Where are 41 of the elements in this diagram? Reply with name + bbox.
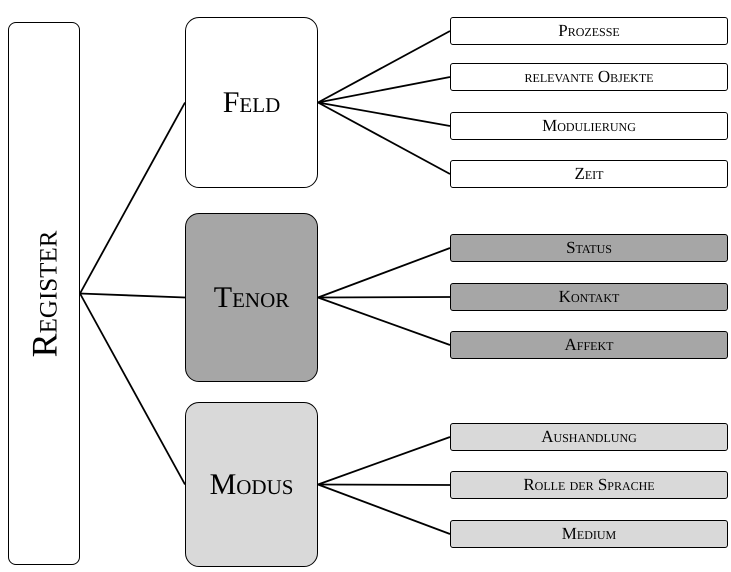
item-box <box>450 471 728 499</box>
connector-line <box>318 247 450 298</box>
node-label: Medium <box>562 524 616 544</box>
connector-line <box>318 30 450 104</box>
connector-line <box>318 484 450 486</box>
connector-line <box>318 102 450 175</box>
connector-line <box>318 102 450 127</box>
item-box <box>450 331 728 359</box>
item-box <box>450 17 728 45</box>
connector-line <box>79 293 186 485</box>
category-box <box>185 213 318 382</box>
node-label: Kontakt <box>558 287 620 307</box>
item-box <box>450 112 728 140</box>
item-box <box>450 520 728 548</box>
node-label: Tenor <box>214 280 290 314</box>
connector-line <box>318 296 450 298</box>
connector-line <box>79 102 186 294</box>
connector-line <box>80 292 186 298</box>
node-label: Prozesse <box>558 21 620 41</box>
connector-line <box>318 76 450 104</box>
root-box <box>8 22 80 565</box>
category-box <box>185 17 318 188</box>
category-box <box>185 402 318 567</box>
node-label: Modus <box>210 468 294 502</box>
item-box <box>450 63 728 91</box>
node-label: Modulierung <box>542 116 636 136</box>
node-label: Aushandlung <box>541 427 637 447</box>
connector-line <box>318 436 450 486</box>
node-label: Register <box>23 230 65 357</box>
node-label: Affekt <box>564 335 614 355</box>
node-label: Feld <box>222 86 280 120</box>
node-label: relevante Objekte <box>524 67 654 87</box>
item-box <box>450 160 728 188</box>
node-label: Zeit <box>574 164 604 184</box>
connector-line <box>318 484 450 535</box>
item-box <box>450 234 728 262</box>
node-label: Status <box>566 238 612 258</box>
connector-line <box>318 296 450 346</box>
item-box <box>450 423 728 451</box>
item-box <box>450 283 728 311</box>
node-label: Rolle der Sprache <box>523 475 655 495</box>
